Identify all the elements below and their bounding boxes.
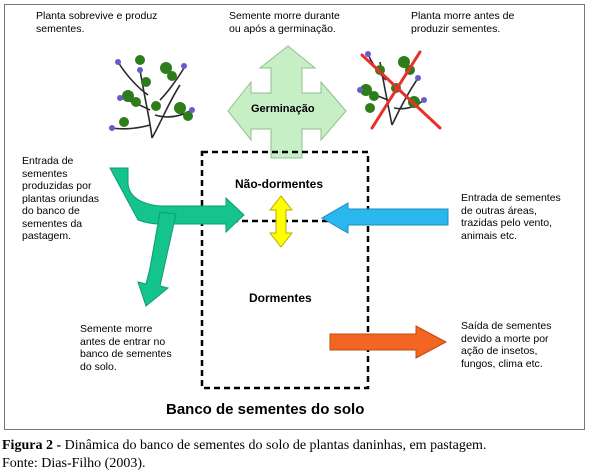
dormant-label: Dormentes: [249, 291, 312, 305]
plant-survives-flowers: [109, 59, 195, 131]
entry-other-arrow: [320, 202, 449, 234]
figure-caption: Figura 2 - Dinâmica do banco de sementes…: [2, 438, 486, 454]
plant-survives-label: Planta sobrevive e produz sementes.: [36, 10, 158, 35]
seed-dies-before-label: Semente morre antes de entrar no banco d…: [80, 323, 172, 373]
plant-dies-label: Planta morre antes de produzir sementes.: [411, 10, 515, 35]
caption-prefix: Figura 2 -: [2, 438, 62, 453]
seed-dies-label: Semente morre durante ou após a germinaç…: [229, 10, 340, 35]
exit-seeds-label: Saída de sementes devido a morte por açã…: [461, 320, 552, 370]
germination-arrow: [227, 45, 347, 159]
caption-text: Dinâmica do banco de sementes do solo de…: [61, 438, 487, 453]
dormancy-exchange-arrow: [268, 195, 294, 248]
figure-frame: [4, 4, 585, 430]
cross-mark: [360, 50, 442, 130]
figure-source: Fonte: Dias-Filho (2003).: [2, 456, 146, 471]
seed-dies-before-arrow: [137, 211, 177, 307]
germination-label: Germinação: [251, 103, 315, 115]
seed-bank-box: [200, 150, 370, 390]
non-dormant-label: Não-dormentes: [235, 177, 324, 191]
plant-survives-leaves: [119, 55, 193, 127]
entry-other-label: Entrada de sementes de outras áreas, tra…: [461, 192, 561, 242]
entry-produced-label: Entrada de sementes produzidas por plant…: [22, 155, 100, 242]
plant-dies-flowers: [357, 51, 427, 103]
exit-seeds-arrow: [329, 325, 448, 359]
entry-produced-arrow: [109, 167, 245, 234]
seed-bank-title: Banco de sementes do solo: [166, 401, 365, 418]
